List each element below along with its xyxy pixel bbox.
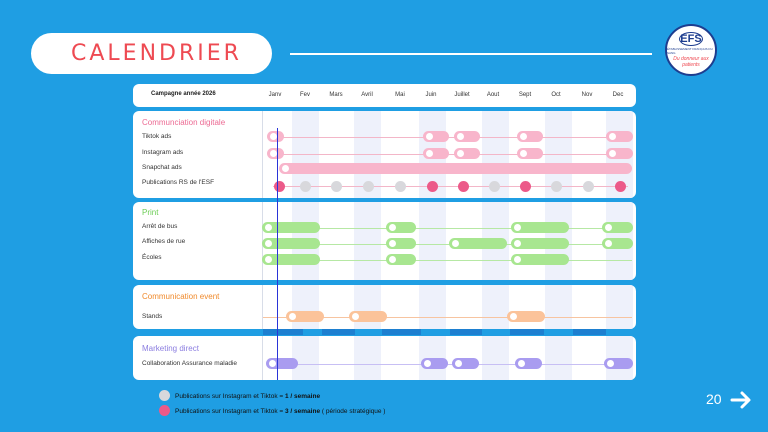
gantt-bar <box>511 222 569 233</box>
gantt-bar <box>507 311 545 322</box>
row-label-arret-bus: Arrêt de bus <box>142 223 178 230</box>
month-sept: Sept <box>518 92 532 98</box>
month-juillet: Juillet <box>454 92 470 98</box>
gantt-bar <box>449 238 507 249</box>
month-fev: Fev <box>299 92 311 98</box>
gantt-bar <box>454 148 480 159</box>
gantt-bar <box>511 238 569 249</box>
row-label-publications: Publications RS de l'ESF <box>142 179 215 186</box>
calendar-header: Campagne année 2026 Janv Fev Mars Avril … <box>133 84 636 107</box>
month-nov: Nov <box>581 92 593 98</box>
gantt-bar <box>452 358 479 369</box>
publication-dot <box>363 181 374 192</box>
gantt-bar <box>604 358 633 369</box>
gantt-bar <box>386 254 416 265</box>
publication-dot <box>458 181 469 192</box>
row-label-assurance: Collaboration Assurance maladie <box>142 360 238 367</box>
gantt-bar <box>267 131 284 142</box>
section-title-event: Communication event <box>142 292 220 301</box>
gantt-bar <box>262 254 320 265</box>
title-underline <box>290 53 652 55</box>
publication-dot <box>274 181 285 192</box>
current-date-line <box>277 128 278 380</box>
month-juin: Juin <box>425 92 437 98</box>
campaign-label: Campagne année 2026 <box>151 91 216 97</box>
gantt-bar <box>606 148 633 159</box>
publication-dot <box>520 181 531 192</box>
gantt-bar <box>602 222 633 233</box>
row-label-instagram: Instagram ads <box>142 149 184 156</box>
arrow-right-icon[interactable] <box>730 389 752 411</box>
publication-dot <box>395 181 406 192</box>
gantt-bar <box>421 358 448 369</box>
publication-dot <box>427 181 438 192</box>
gantt-bar <box>349 311 387 322</box>
row-label-ecoles: Écoles <box>142 254 162 261</box>
logo-subtitle: ÉTABLISSEMENT FRANÇAIS DU SANG <box>667 47 713 55</box>
gantt-bar <box>515 358 542 369</box>
publication-dot <box>583 181 594 192</box>
gantt-bar <box>267 148 284 159</box>
month-mai: Mai <box>395 92 405 98</box>
month-avril: Avril <box>361 92 373 98</box>
gantt-bar <box>262 222 320 233</box>
publication-dot <box>551 181 562 192</box>
page-number: 20 <box>706 391 722 407</box>
month-dec: Dec <box>612 92 624 98</box>
legend-item-2: Publications sur Instagram et Tiktok = 3… <box>175 408 386 415</box>
publication-dot <box>300 181 311 192</box>
gantt-bar <box>286 311 324 322</box>
section-direct: Marketing direct Collaboration Assurance… <box>133 336 636 380</box>
page-title: CALENDRIER <box>71 41 242 66</box>
gantt-bar <box>454 131 480 142</box>
efs-logo: EFS ÉTABLISSEMENT FRANÇAIS DU SANG Du do… <box>665 24 717 76</box>
row-label-stands: Stands <box>142 313 163 320</box>
gantt-bar <box>423 148 449 159</box>
publication-dot <box>489 181 500 192</box>
row-label-tiktok: Tiktok ads <box>142 133 172 140</box>
month-aout: Aout <box>486 92 500 98</box>
gantt-bar <box>602 238 633 249</box>
logo-abbr: EFS <box>679 32 703 46</box>
gantt-bar <box>279 163 632 174</box>
month-mars: Mars <box>329 92 343 98</box>
legend-dot-light <box>159 390 170 401</box>
gantt-bar <box>262 238 320 249</box>
logo-slogan: Du donneur aux patients <box>673 56 709 68</box>
gantt-bar <box>517 131 543 142</box>
title-pill: CALENDRIER <box>31 33 272 74</box>
section-print: Print Arrêt de bus Affiches de rue École… <box>133 202 636 280</box>
gantt-bar <box>386 238 416 249</box>
gantt-bar <box>386 222 416 233</box>
row-label-affiches: Affiches de rue <box>142 238 186 245</box>
section-event: Communication event Stands <box>133 285 636 329</box>
month-janv: Janv <box>268 92 282 98</box>
legend-item-1: Publications sur Instagram et Tiktok = 1… <box>175 393 321 400</box>
gantt-bar <box>423 131 449 142</box>
section-title-direct: Marketing direct <box>142 344 199 353</box>
gantt-bar <box>266 358 298 369</box>
gantt-bar <box>511 254 569 265</box>
gantt-bar <box>606 131 633 142</box>
gantt-bar <box>517 148 543 159</box>
legend-dot-strong <box>159 405 170 416</box>
publication-dot <box>615 181 626 192</box>
publication-dot <box>331 181 342 192</box>
month-oct: Oct <box>551 92 561 98</box>
section-title-digital: Communciation digitale <box>142 118 226 127</box>
section-title-print: Print <box>142 208 159 217</box>
section-digital: Communciation digitale Tiktok ads Instag… <box>133 111 636 198</box>
row-label-snapchat: Snapchat ads <box>142 164 182 171</box>
